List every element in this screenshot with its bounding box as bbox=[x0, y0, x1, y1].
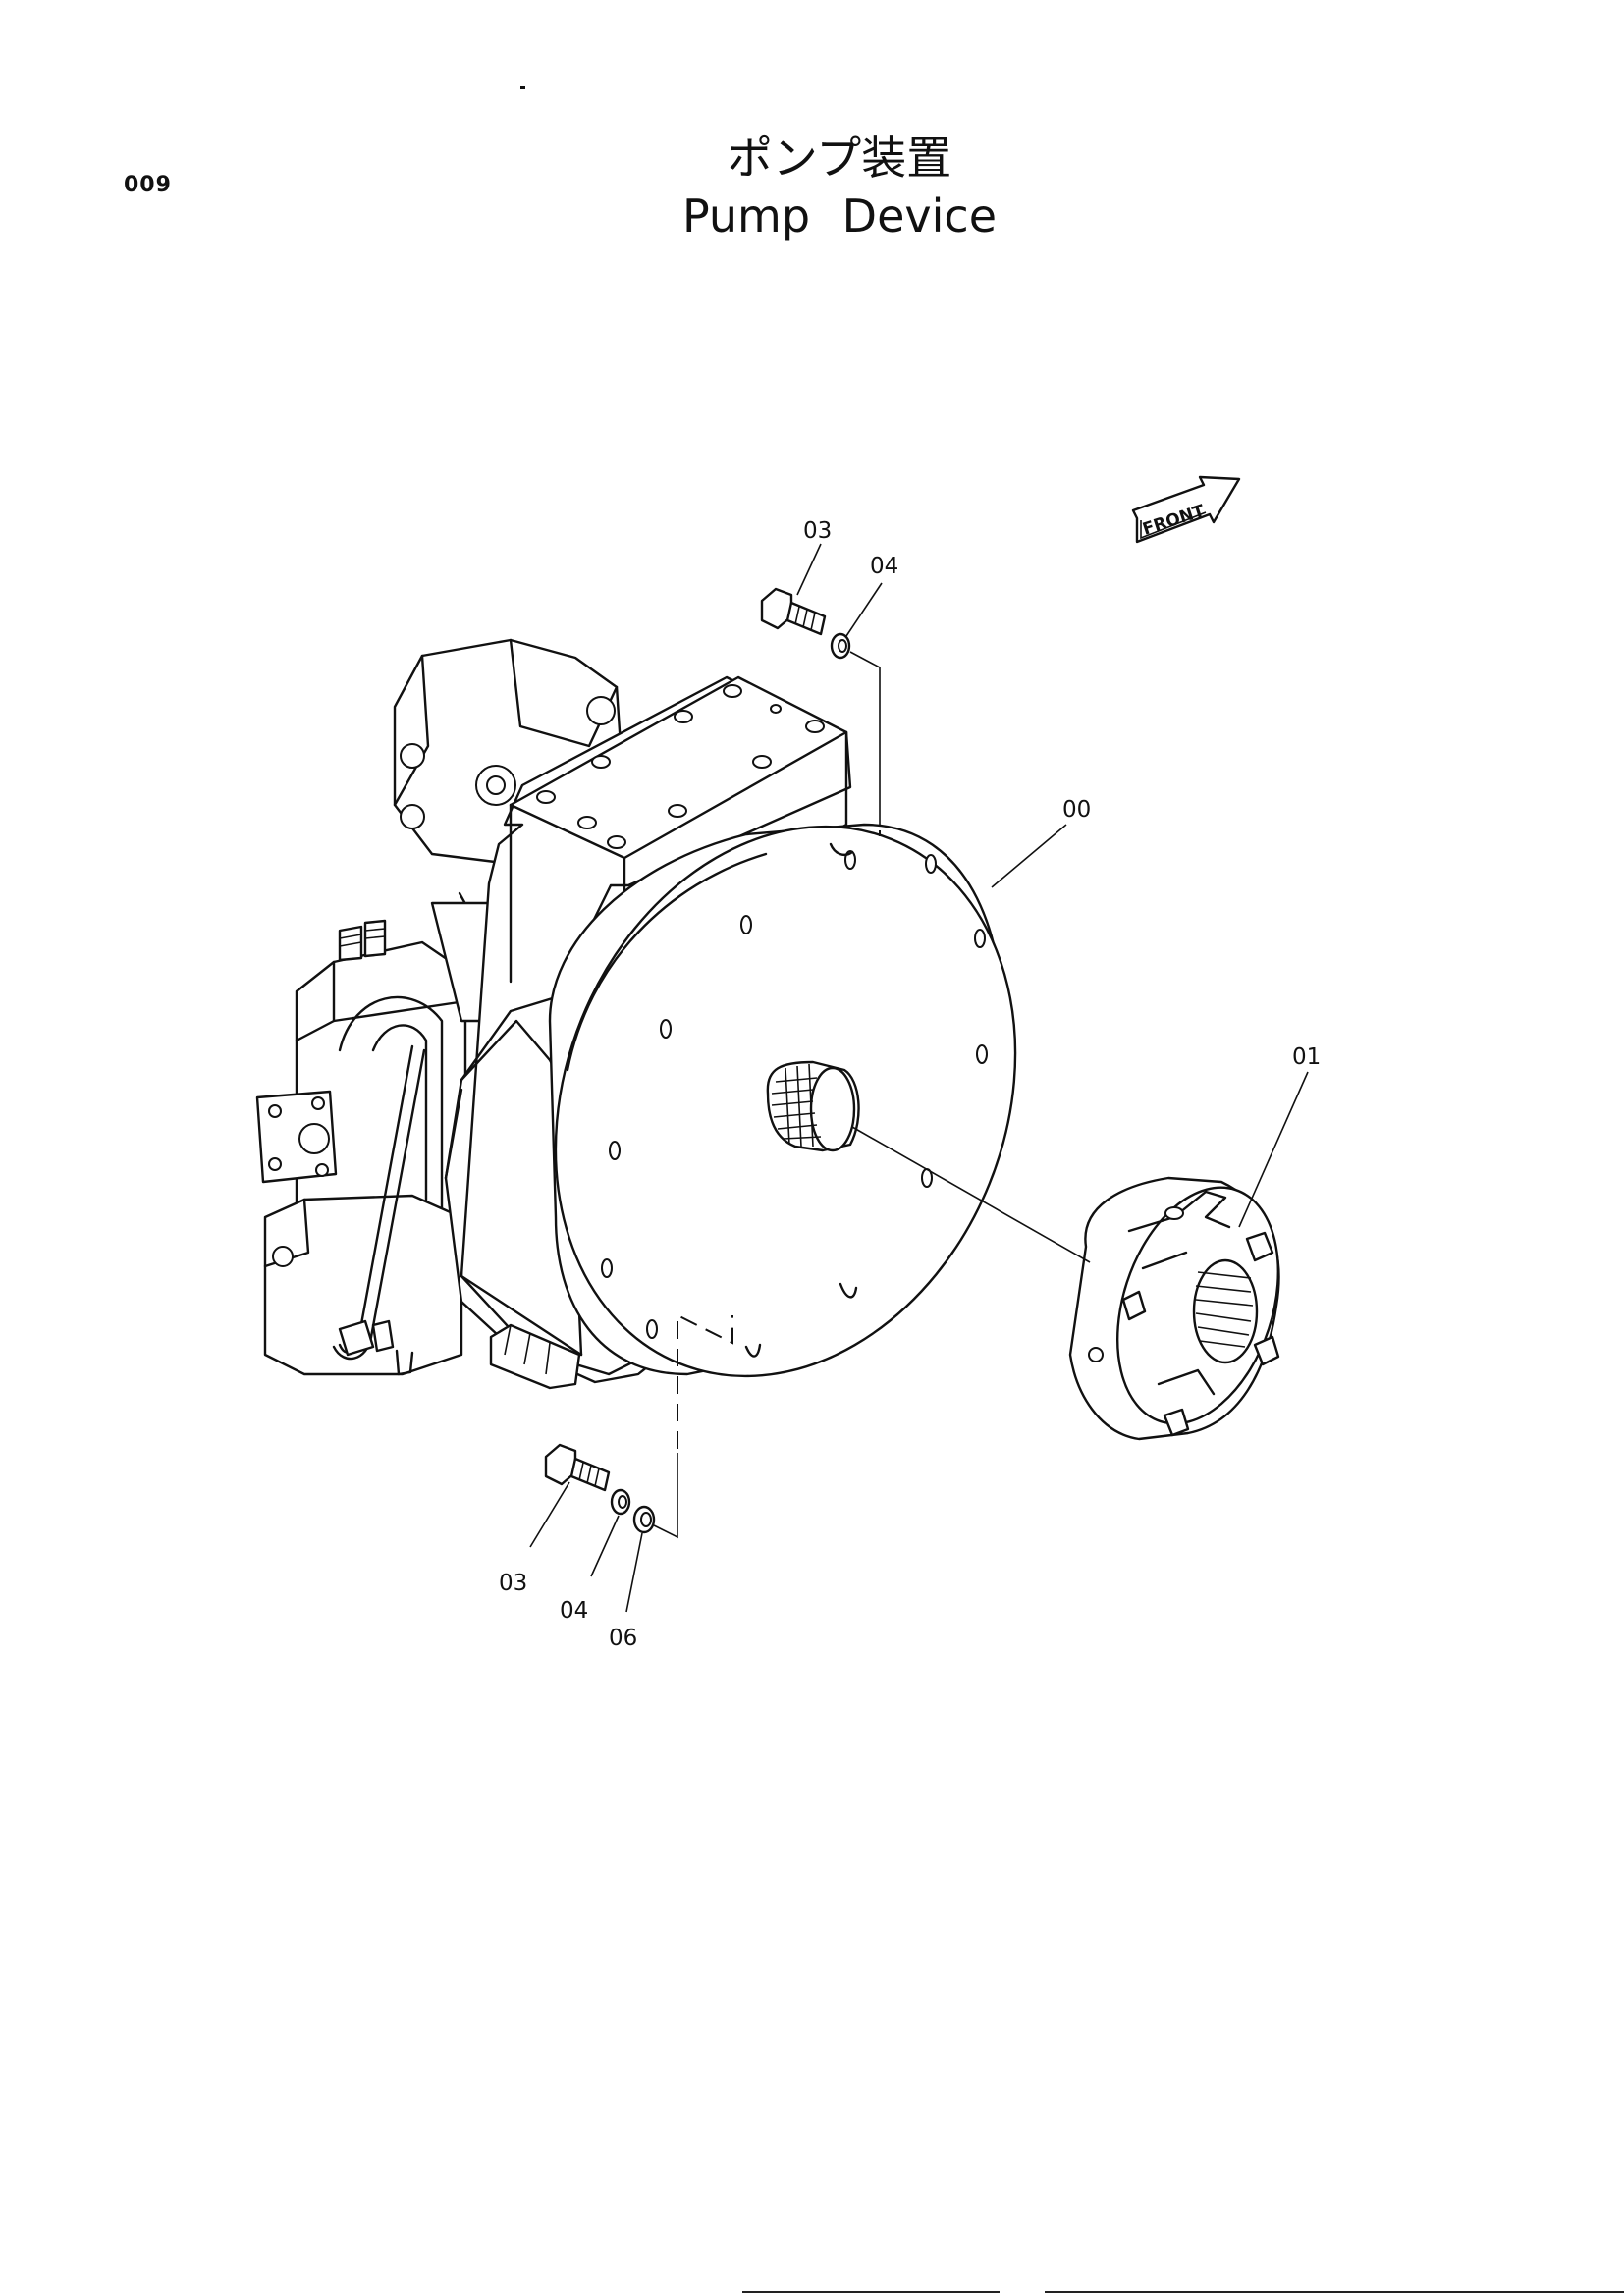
bolt-03-bottom bbox=[544, 1443, 611, 1492]
footer-rule-left bbox=[742, 2291, 1000, 2293]
callout-03-bottom: 03 bbox=[499, 1571, 527, 1596]
callout-03-top: 03 bbox=[803, 518, 832, 544]
top-plate-bolts bbox=[536, 684, 825, 849]
callout-06: 06 bbox=[609, 1626, 637, 1651]
callout-04-top: 04 bbox=[870, 554, 898, 579]
assembly-lines bbox=[653, 651, 1091, 1539]
callout-00: 00 bbox=[1062, 797, 1091, 823]
page-number: 009 bbox=[124, 173, 172, 197]
title-english: Pump Device bbox=[681, 189, 998, 242]
pump-assembly bbox=[255, 638, 1017, 1390]
title-japanese: ポンプ装置 bbox=[727, 132, 952, 185]
footer-rule-right bbox=[1045, 2291, 1624, 2293]
front-arrow: FRONT bbox=[1131, 475, 1241, 544]
callout-04-bottom: 04 bbox=[560, 1598, 588, 1624]
print-speck bbox=[520, 86, 525, 89]
callout-01: 01 bbox=[1292, 1044, 1321, 1070]
disc-bolt-holes bbox=[601, 850, 988, 1339]
leader-lines bbox=[529, 543, 1309, 1613]
washer-04-bottom bbox=[610, 1488, 631, 1516]
bolt-03-top bbox=[760, 587, 827, 636]
coupling-part bbox=[1068, 1176, 1280, 1441]
washer-06 bbox=[632, 1505, 656, 1534]
washer-04-top bbox=[830, 632, 851, 660]
